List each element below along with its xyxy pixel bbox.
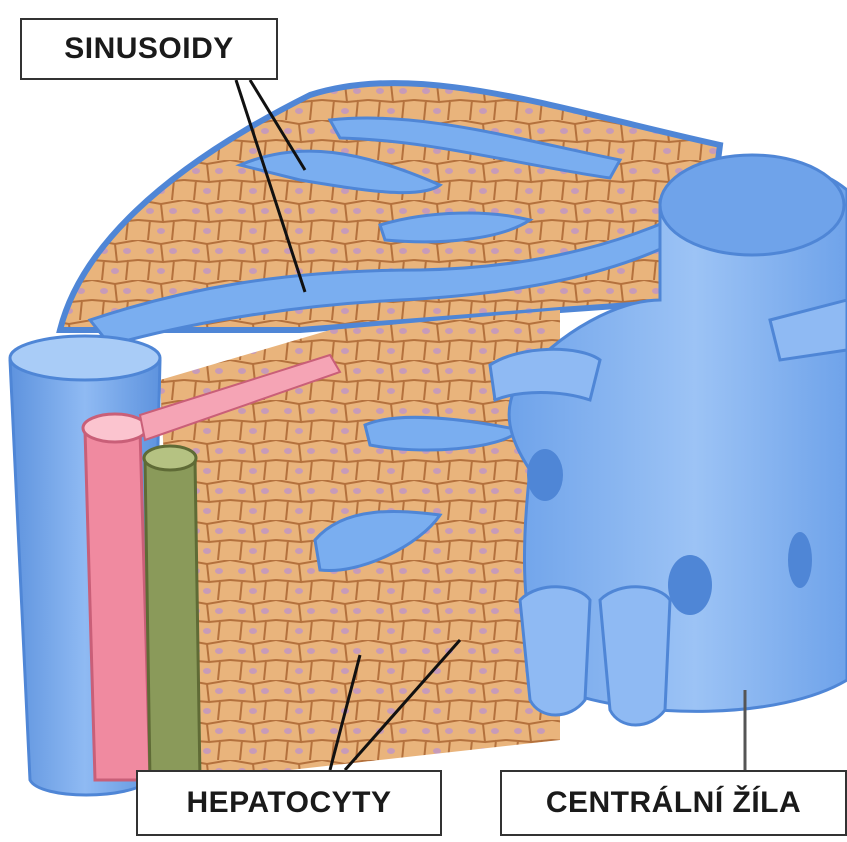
hepatic-artery-opening <box>83 414 147 442</box>
central-vein-branch <box>600 587 670 725</box>
central-vein-branch <box>490 349 600 400</box>
central-vein-branch-opening <box>668 555 712 615</box>
central-vein-branch <box>520 587 590 715</box>
label-centralni-zila: CENTRÁLNÍ ŽÍLA <box>500 770 847 836</box>
central-vein-branch-opening <box>788 532 812 588</box>
central-vein-branch-opening <box>527 449 563 501</box>
central-vein-opening <box>660 155 844 255</box>
bile-duct-opening <box>144 446 196 470</box>
label-hepatocyty: HEPATOCYTY <box>136 770 442 836</box>
portal-vein-opening <box>10 336 160 380</box>
label-sinusoidy: SINUSOIDY <box>20 18 278 80</box>
hepatic-artery <box>85 430 150 780</box>
bile-duct <box>145 460 200 780</box>
